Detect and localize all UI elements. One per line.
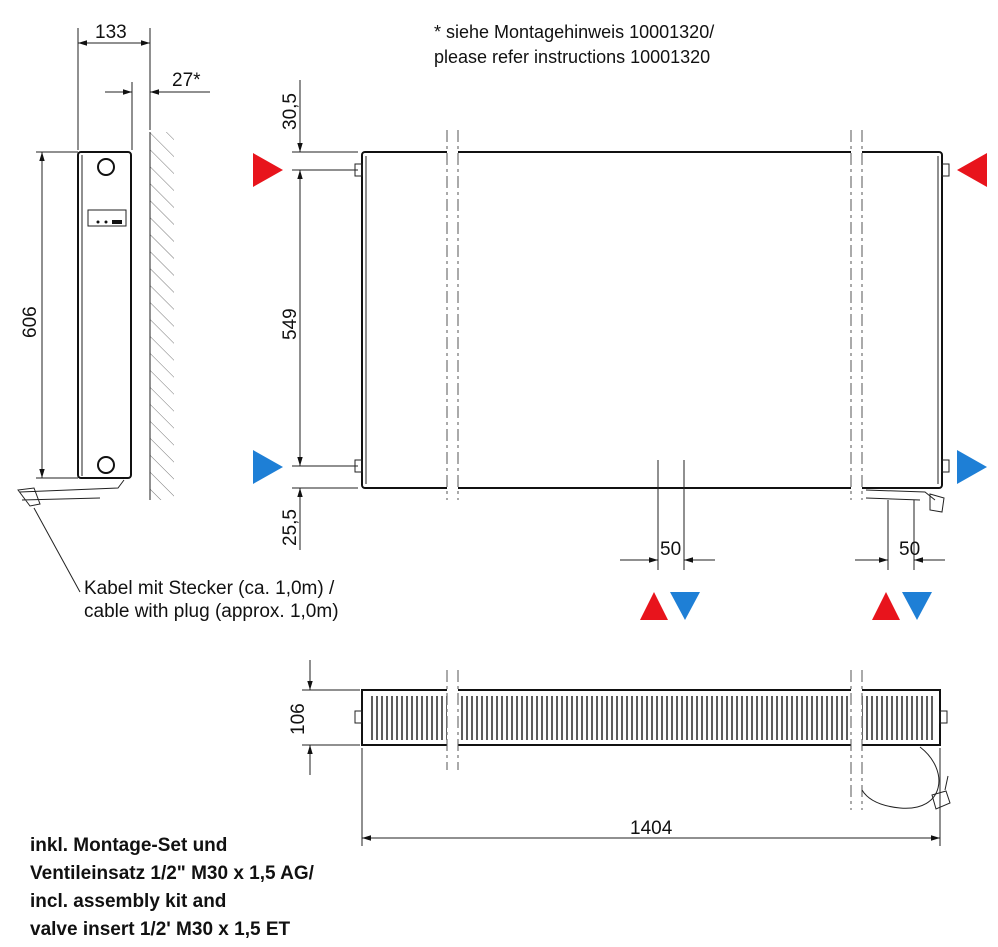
top-connection-icon — [97, 158, 115, 176]
supply-arrow-left-icon — [253, 153, 283, 187]
top-view: 106 1404 — [288, 660, 951, 846]
front-view: 30,5 549 25,5 50 50 — [253, 80, 987, 620]
dim-length: 1404 — [630, 818, 673, 839]
supply-arrow-right-icon — [957, 153, 987, 187]
front-cable-plug-icon — [865, 489, 936, 501]
radiator-side-body — [77, 151, 132, 479]
wall-hatch — [150, 132, 174, 500]
kit-note-line2: Ventileinsatz 1/2" M30 x 1,5 AG/ — [30, 863, 315, 884]
plug-icon — [931, 775, 951, 810]
supply-up-arrow-icon-2 — [872, 592, 900, 620]
side-view: 133 27* 606 Kabel mit Stecker (ca. 1,0m)… — [17, 22, 339, 622]
dim-wall-gap: 27* — [172, 70, 201, 91]
dim-top-offset: 30,5 — [280, 93, 301, 130]
dim-depth: 133 — [95, 22, 127, 43]
coiled-cable-icon — [861, 746, 940, 809]
kit-note-line1: inkl. Montage-Set und — [30, 835, 227, 856]
dim-top-view-depth: 106 — [288, 703, 309, 735]
cable-note-de: Kabel mit Stecker (ca. 1,0m) / — [84, 578, 335, 599]
return-down-arrow-icon — [670, 592, 700, 620]
control-panel-icon — [87, 209, 127, 227]
return-down-arrow-icon-2 — [902, 592, 932, 620]
kit-note-line3: incl. assembly kit and — [30, 891, 226, 912]
radiator-front-body — [361, 151, 943, 489]
return-arrow-right-icon — [957, 450, 987, 484]
bottom-connection-icon — [97, 456, 115, 474]
dim-pipe-spacing: 549 — [280, 308, 301, 340]
return-arrow-left-icon — [253, 450, 283, 484]
dim-height: 606 — [20, 306, 41, 338]
cable-note-en: cable with plug (approx. 1,0m) — [84, 601, 339, 622]
dim-bottom-conn-left: 50 — [660, 539, 681, 560]
dim-bottom-offset: 25,5 — [280, 509, 301, 546]
kit-note-line4: valve insert 1/2' M30 x 1,5 ET — [30, 919, 291, 940]
cable-plug-icon — [17, 479, 125, 507]
instructions-note-de: * siehe Montagehinweis 10001320/ — [434, 22, 714, 42]
dim-bottom-conn-right: 50 — [899, 539, 920, 560]
instructions-note-en: please refer instructions 10001320 — [434, 47, 710, 67]
supply-up-arrow-icon — [640, 592, 668, 620]
